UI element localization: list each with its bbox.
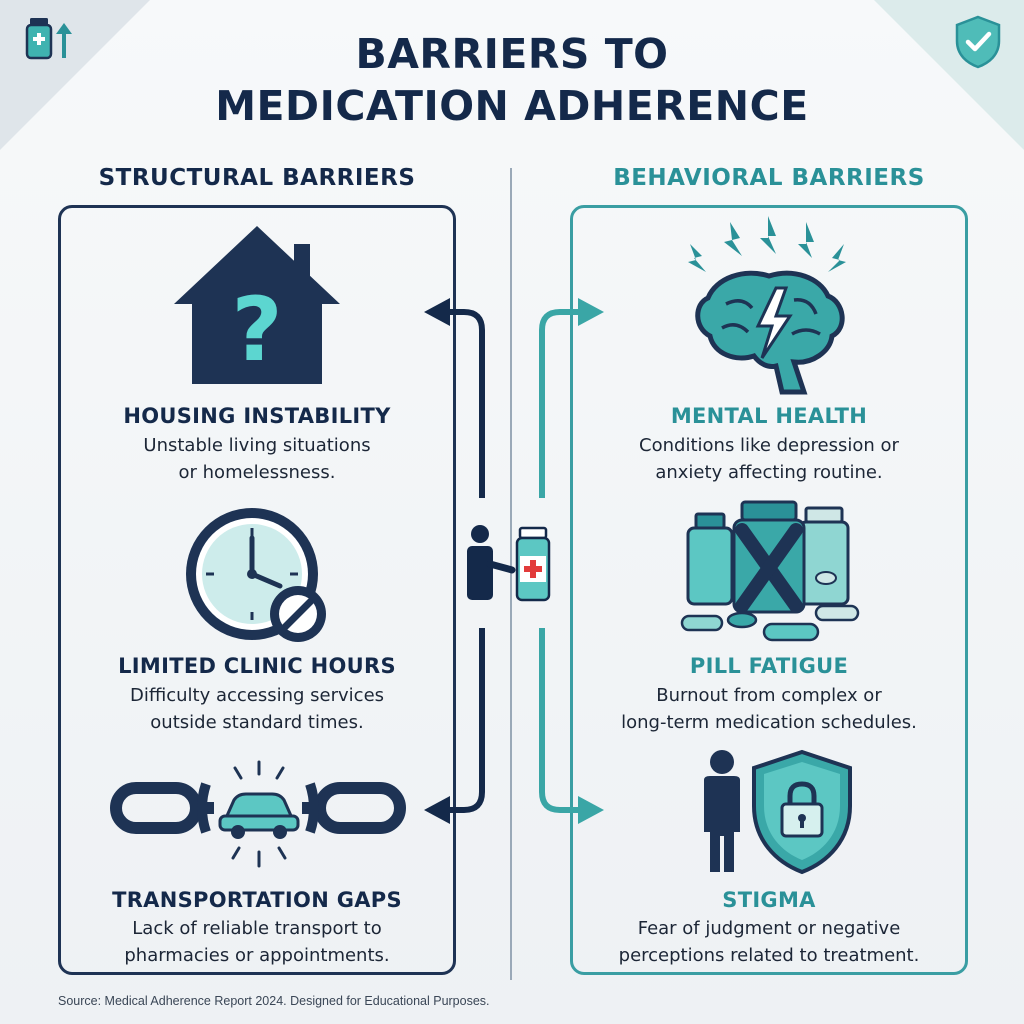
- transportation-gaps-desc: Lack of reliable transport to pharmacies…: [124, 918, 390, 966]
- source-note: Source: Medical Adherence Report 2024. D…: [58, 994, 490, 1008]
- brain-lightning-icon: [688, 216, 846, 395]
- mental-health-desc: Conditions like depression or anxiety af…: [639, 435, 899, 483]
- mental-health-title: MENTAL HEALTH: [670, 404, 868, 428]
- structural-barriers-panel: [58, 205, 456, 975]
- limited-clinic-hours-title: LIMITED CLINIC HOURS: [118, 654, 396, 678]
- transportation-gaps-title: TRANSPORTATION GAPS: [112, 888, 402, 912]
- center-divider: [510, 168, 512, 980]
- limited-clinic-hours-desc: Difficulty accessing services outside st…: [129, 685, 385, 733]
- corner-decoration-left: [0, 0, 150, 150]
- broken-chain-car-icon: [110, 760, 406, 868]
- pill-bottles-cross-icon: [680, 500, 860, 642]
- behavioral-barriers-heading: BEHAVIORAL BARRIERS: [613, 165, 925, 191]
- behavioral-barriers-panel: [570, 205, 968, 975]
- title-line-2: MEDICATION ADHERENCE: [215, 82, 809, 130]
- person-medicine-bottle-icon: [467, 525, 551, 602]
- svg-text:?: ?: [231, 278, 282, 381]
- stigma-desc: Fear of judgment or negative perceptions…: [618, 918, 920, 966]
- title-line-1: BARRIERS TO: [355, 30, 669, 78]
- structural-barriers-heading: STRUCTURAL BARRIERS: [98, 165, 416, 191]
- housing-instability-desc: Unstable living situations or homelessne…: [143, 435, 371, 483]
- connector-arrows: [424, 298, 604, 824]
- page-title: BARRIERS TO MEDICATION ADHERENCE: [112, 28, 912, 132]
- house-question-icon: ?: [174, 226, 340, 384]
- housing-instability-title: HOUSING INSTABILITY: [123, 404, 391, 428]
- clock-blocked-icon: [186, 508, 326, 642]
- pill-fatigue-desc: Burnout from complex or long-term medica…: [621, 685, 917, 733]
- stigma-title: STIGMA: [722, 888, 816, 912]
- pill-fatigue-title: PILL FATIGUE: [689, 654, 849, 678]
- medicine-bottle-arrow-icon: [25, 18, 72, 60]
- person-shield-lock-icon: [704, 749, 852, 875]
- shield-check-icon: [955, 15, 1001, 69]
